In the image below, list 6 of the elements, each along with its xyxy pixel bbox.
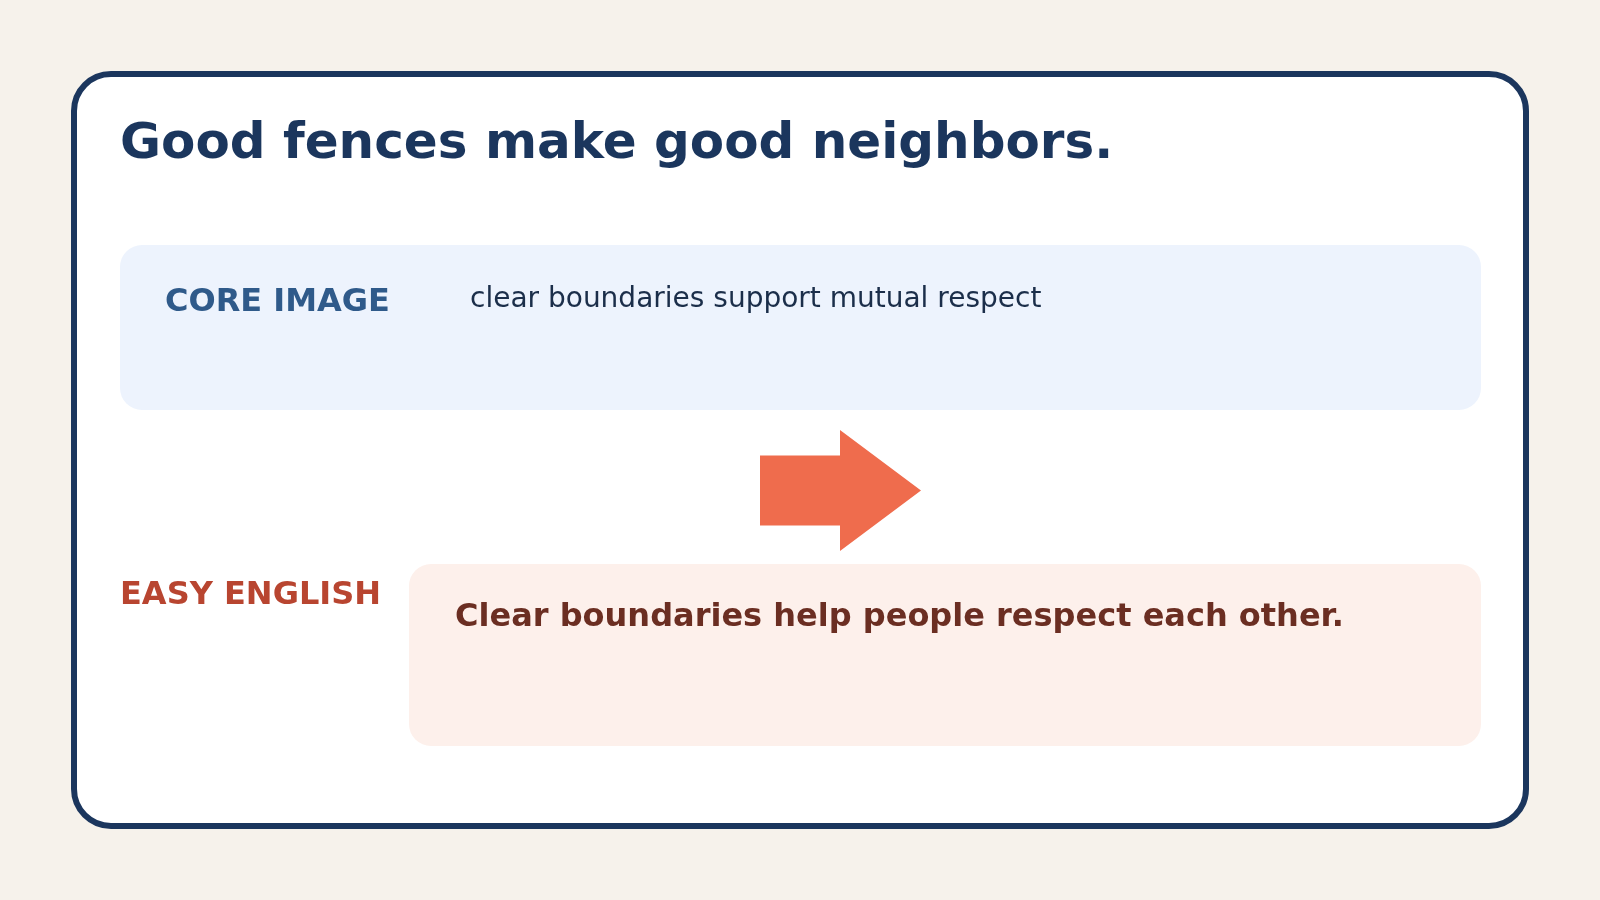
body-text: Clear boundaries help people respect each other.: [455, 596, 1344, 634]
block-arrow: [760, 430, 921, 551]
title: Good fences make good neighbors.: [120, 112, 1114, 170]
section-heading: CORE IMAGE: [165, 281, 390, 319]
body-text: clear boundaries support mutual respect: [470, 281, 1042, 314]
section-heading: EASY ENGLISH: [120, 574, 381, 612]
